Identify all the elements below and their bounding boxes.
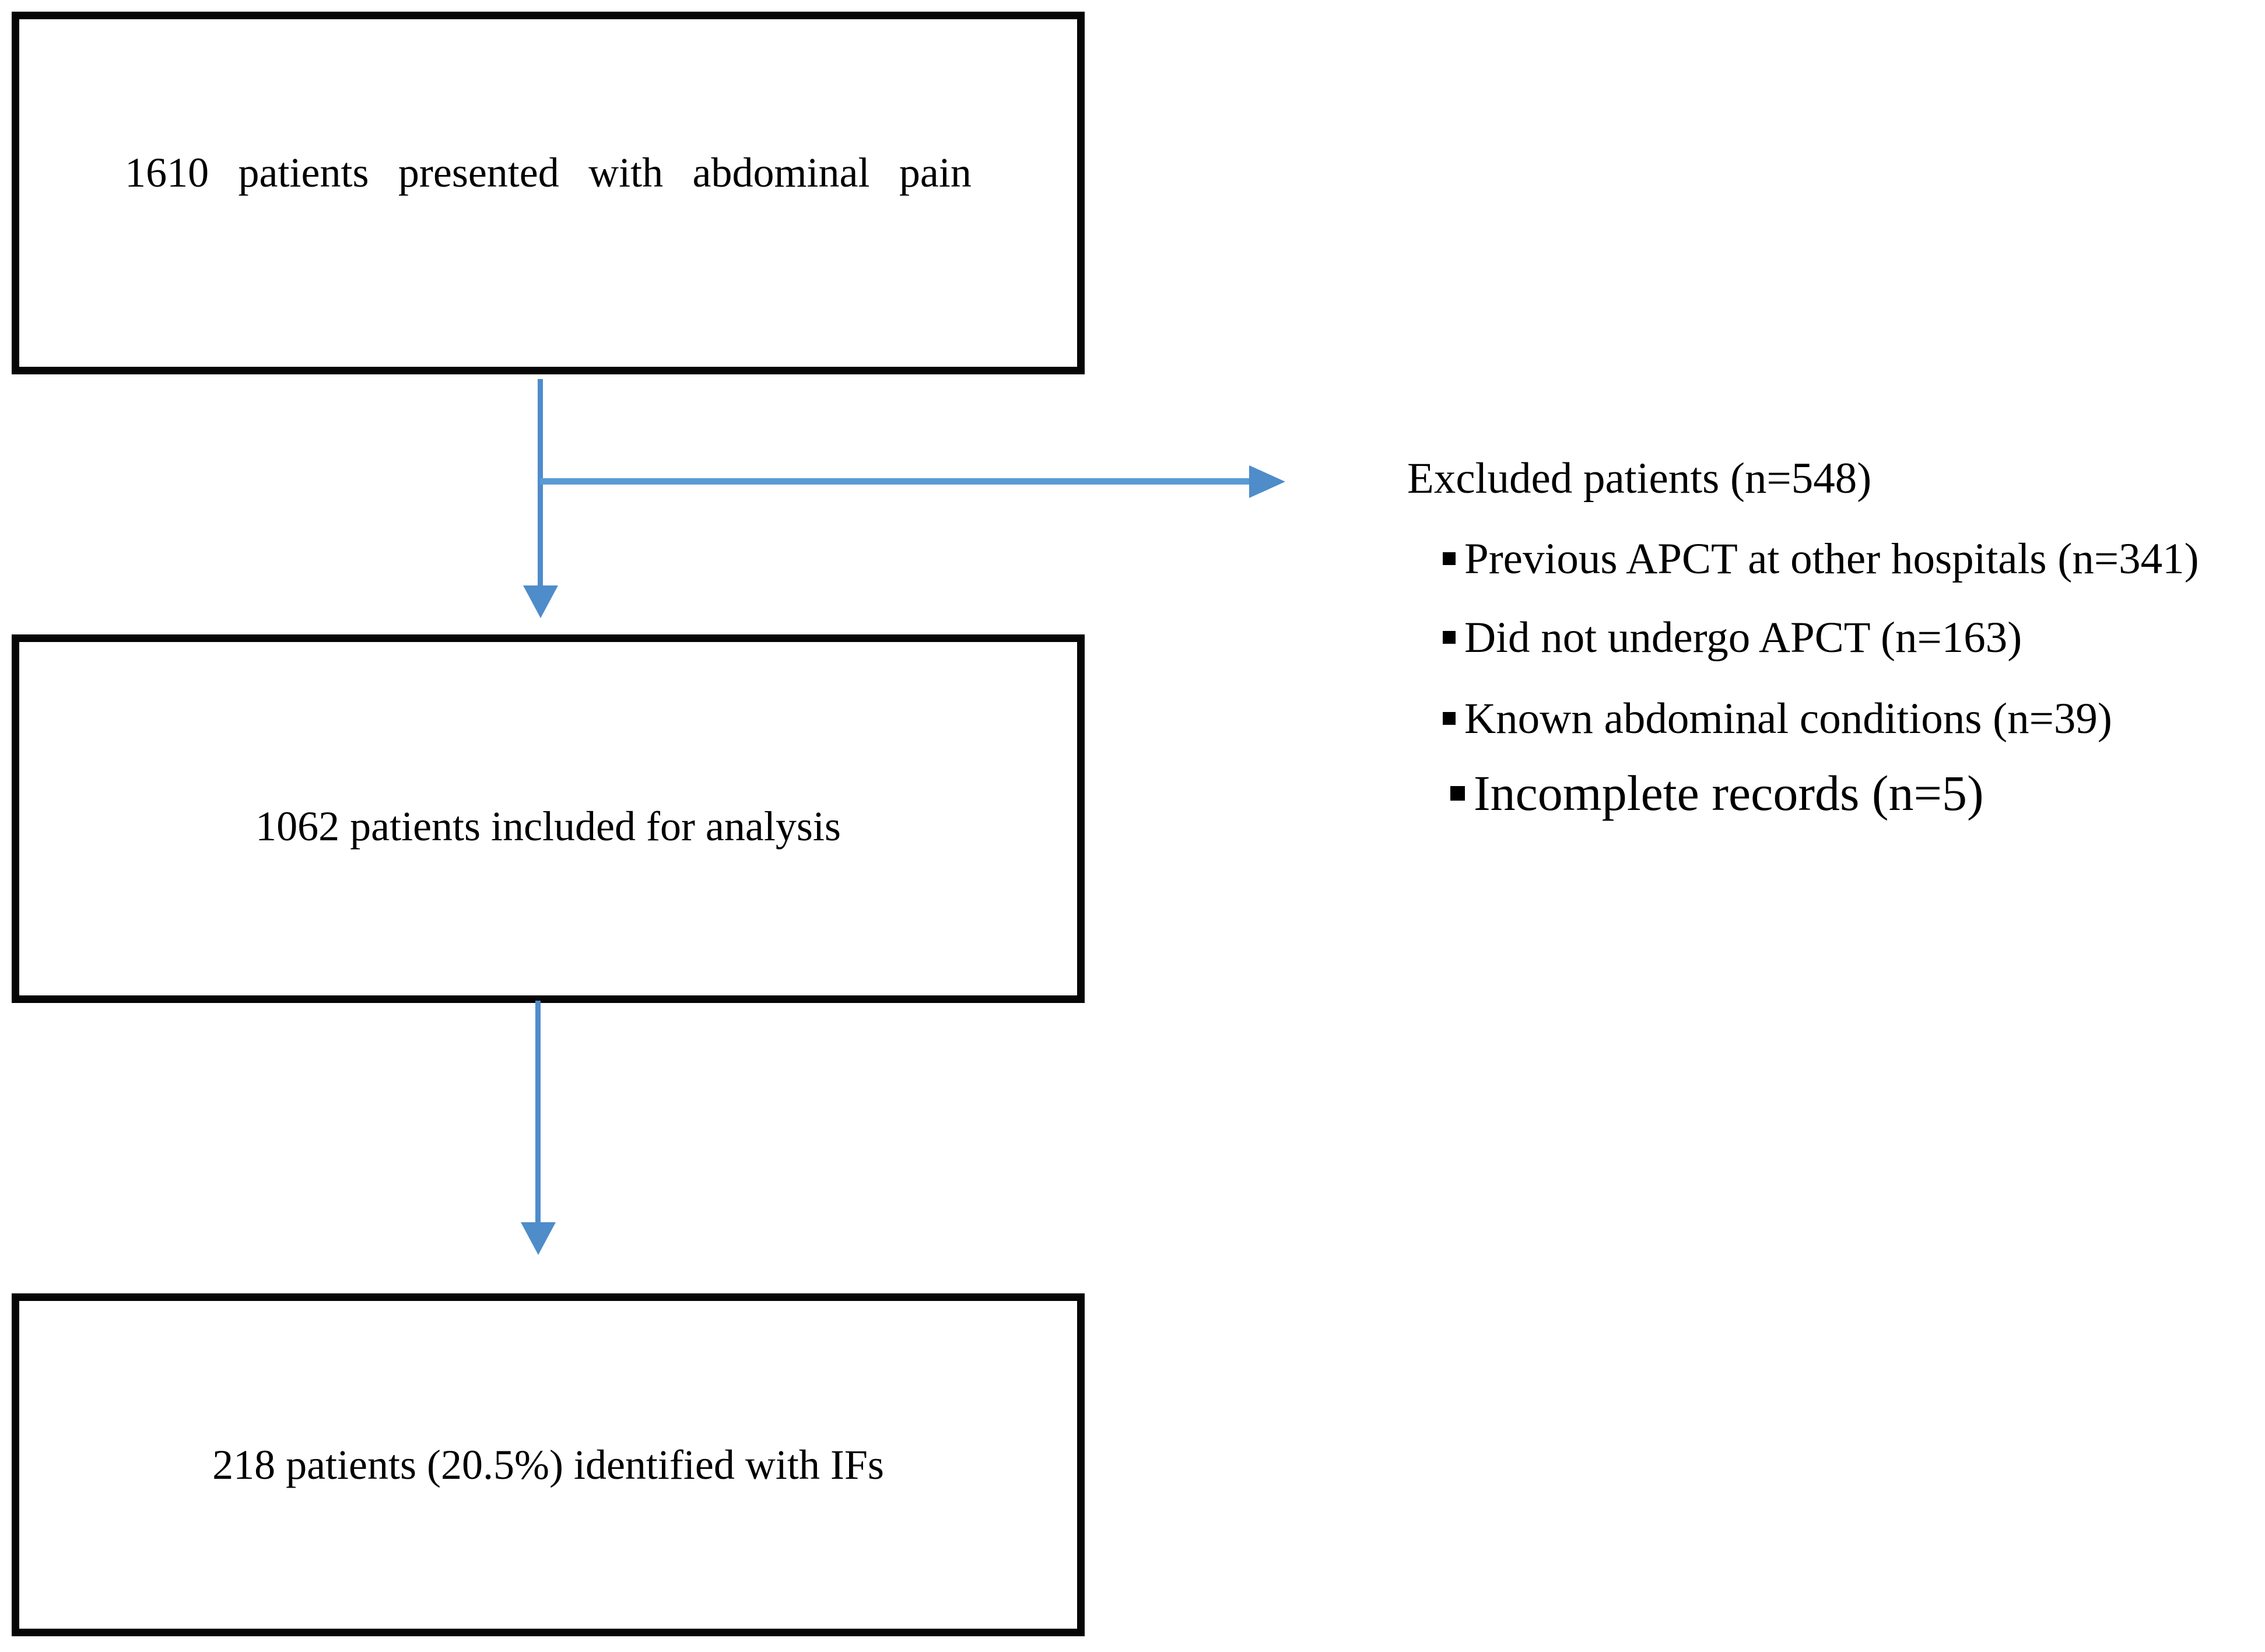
exclusion-item-text: Incomplete records (n=5) (1474, 765, 1984, 821)
flow-box-included: 1062 patients included for analysis (12, 634, 1085, 1003)
arrowhead-right-icon (1249, 465, 1285, 498)
box-presented-label: 1610 patients presented with abdominal p… (125, 149, 972, 196)
exclusion-title: Excluded patients (n=548) (1407, 454, 1872, 503)
square-bullet-icon (1443, 631, 1456, 644)
arrow-included-to-identified-shaft (535, 1001, 541, 1223)
square-bullet-icon (1443, 552, 1456, 565)
arrowhead-down-icon (523, 585, 558, 618)
box-identified-label: 218 patients (20.5%) identified with IFs (212, 1441, 884, 1488)
square-bullet-icon (1443, 712, 1456, 725)
arrowhead-down-icon (521, 1222, 556, 1255)
exclusion-item: Previous APCT at other hospitals (n=341) (1443, 532, 2199, 586)
flow-box-presented: 1610 patients presented with abdominal p… (12, 12, 1085, 374)
exclusion-item-text: Known abdominal conditions (n=39) (1464, 695, 2112, 743)
exclusion-item-text: Previous APCT at other hospitals (n=341) (1464, 535, 2199, 583)
exclusion-item: Did not undergo APCT (n=163) (1443, 611, 2022, 665)
exclusion-item: Known abdominal conditions (n=39) (1443, 692, 2112, 746)
arrow-branch-excluded-shaft (540, 478, 1249, 485)
box-included-label: 1062 patients included for analysis (255, 803, 841, 850)
exclusion-item-text: Did not undergo APCT (n=163) (1464, 613, 2022, 662)
exclusion-item: Incomplete records (n=5) (1450, 762, 1984, 824)
square-bullet-icon (1450, 786, 1465, 801)
flow-box-identified: 218 patients (20.5%) identified with IFs (12, 1293, 1085, 1636)
